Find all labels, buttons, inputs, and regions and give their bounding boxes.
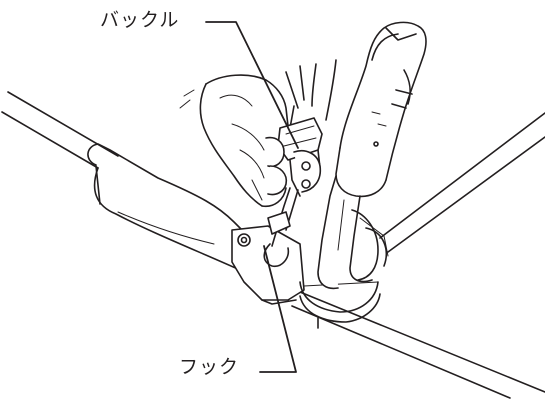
leader-buckle [205, 21, 299, 149]
handle-bracket [317, 175, 389, 290]
shaft-grip [87, 143, 263, 285]
secondary-shaft [379, 112, 545, 253]
hook [263, 150, 322, 268]
callout-buckle-label: バックル [100, 9, 180, 31]
leader-hook [259, 245, 297, 373]
handle [335, 21, 427, 198]
shaft-collar [299, 281, 381, 329]
callout-hook-label: フック [179, 356, 240, 378]
